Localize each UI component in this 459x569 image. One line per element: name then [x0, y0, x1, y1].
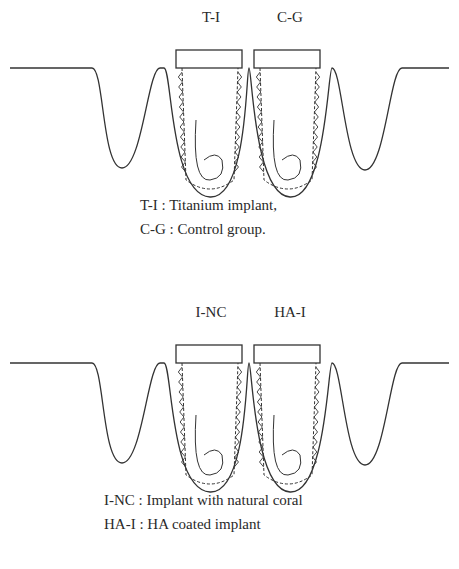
definition-text: HA-I : HA coated implant — [104, 515, 261, 533]
definition-text: T-I : Titanium implant, — [140, 196, 277, 214]
group-label: C-G — [277, 8, 303, 26]
group-label: HA-I — [274, 303, 306, 321]
definition-text: I-NC : Implant with natural coral — [104, 491, 303, 509]
definition-text: C-G : Control group. — [140, 220, 266, 238]
group-label: I-NC — [196, 303, 227, 321]
group-label: T-I — [202, 8, 220, 26]
